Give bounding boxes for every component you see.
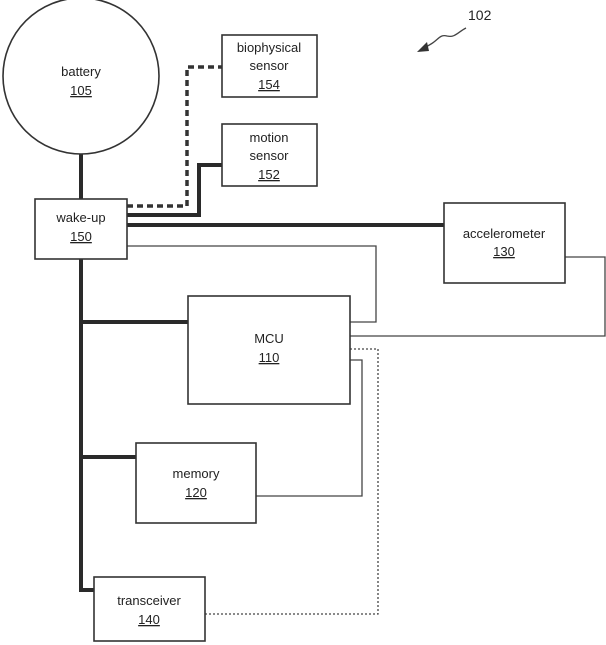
mcu-block: MCU 110 <box>188 296 350 404</box>
transceiver-box <box>94 577 205 641</box>
motion-sensor-number: 152 <box>258 167 280 182</box>
battery-number: 105 <box>70 83 92 98</box>
motion-sensor-label-line2: sensor <box>249 148 289 163</box>
reference-arrowhead <box>417 42 429 52</box>
memory-number: 120 <box>185 485 207 500</box>
figure-reference: 102 <box>417 7 492 52</box>
biophysical-sensor-block: biophysical sensor 154 <box>222 35 317 97</box>
transceiver-number: 140 <box>138 612 160 627</box>
battery-label: battery <box>61 64 101 79</box>
memory-label: memory <box>173 466 220 481</box>
figure-ref-number: 102 <box>468 7 492 23</box>
biophysical-sensor-label-line1: biophysical <box>237 40 301 55</box>
battery-block: battery 105 <box>3 0 159 154</box>
accelerometer-block: accelerometer 130 <box>444 203 565 283</box>
wake-up-number: 150 <box>70 229 92 244</box>
accelerometer-label: accelerometer <box>463 226 546 241</box>
mcu-label: MCU <box>254 331 284 346</box>
memory-block: memory 120 <box>136 443 256 523</box>
memory-box <box>136 443 256 523</box>
transceiver-block: transceiver 140 <box>94 577 205 641</box>
mcu-number: 110 <box>259 350 280 365</box>
transceiver-label: transceiver <box>117 593 181 608</box>
wake-up-label: wake-up <box>55 210 105 225</box>
biophysical-sensor-label-line2: sensor <box>249 58 289 73</box>
biophysical-sensor-number: 154 <box>258 77 280 92</box>
accelerometer-number: 130 <box>493 244 515 259</box>
motion-sensor-block: motion sensor 152 <box>222 124 317 186</box>
wake-up-block: wake-up 150 <box>35 199 127 259</box>
accelerometer-box <box>444 203 565 283</box>
motion-sensor-label-line1: motion <box>249 130 288 145</box>
